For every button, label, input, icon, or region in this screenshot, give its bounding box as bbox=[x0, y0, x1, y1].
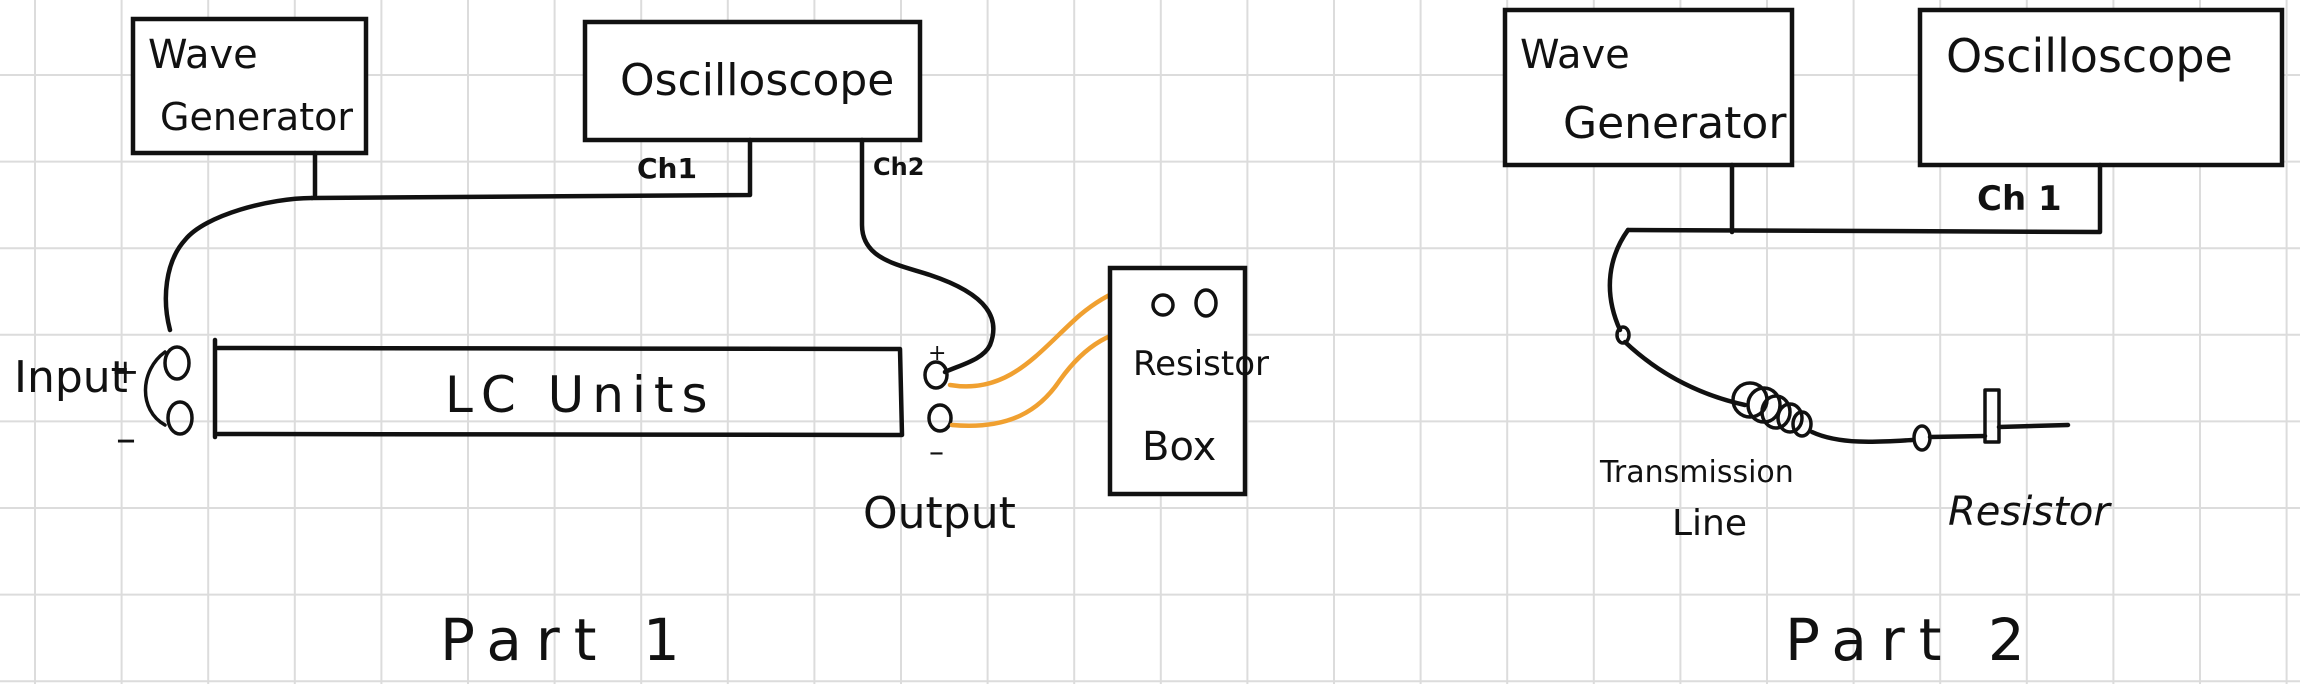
part1-oscilloscope-box bbox=[582, 19, 923, 143]
part2-resistor-lead-right bbox=[1996, 422, 2071, 430]
part2-ch1-label: Ch 1 bbox=[1977, 179, 2062, 219]
part1-wave-generator-line2: Generator bbox=[160, 95, 353, 139]
part1-input-label: Input bbox=[14, 352, 128, 403]
part2-transmission-line-line2: Line bbox=[1672, 503, 1747, 544]
part1-ch1-wire bbox=[309, 137, 753, 201]
part1-caption: Part 1 bbox=[440, 606, 694, 674]
part1-lc-units-box bbox=[215, 345, 905, 438]
part2-caption: Part 2 bbox=[1785, 606, 2039, 674]
part2-wave-generator-line1: Wave bbox=[1520, 32, 1630, 78]
part1-output-plus-terminal bbox=[923, 360, 949, 390]
part2-transmission-line-coil bbox=[1731, 381, 1813, 438]
part2-resistor-label: Resistor bbox=[1948, 489, 2112, 535]
part2-oscilloscope-label: Oscilloscope bbox=[1946, 29, 2233, 83]
part2-ch1-wire bbox=[1625, 162, 2103, 235]
part1-resistor-terminal-right bbox=[1194, 288, 1218, 318]
part2-wave-generator-line2: Generator bbox=[1563, 98, 1787, 149]
part1-output-minus-terminal bbox=[927, 403, 953, 433]
part1-resistor-box bbox=[1107, 265, 1248, 497]
part2-line-to-resistor bbox=[1809, 429, 1915, 445]
part1-input-plus-label: + bbox=[111, 352, 140, 392]
part1-wave-generator-box bbox=[130, 16, 369, 156]
part1-output-label: Output bbox=[863, 488, 1016, 539]
part1-input-bracket bbox=[143, 350, 167, 427]
part1-resistor-box-line2: Box bbox=[1142, 424, 1216, 470]
part1-input-plus-terminal bbox=[163, 345, 191, 381]
part1-input-minus-label: – bbox=[116, 416, 136, 462]
part2-wave-generator-box bbox=[1502, 7, 1795, 168]
part2-resistor-terminal bbox=[1912, 424, 1932, 452]
part2-resistor-lead-left bbox=[1927, 433, 1988, 440]
part1-input-wire bbox=[163, 195, 315, 333]
part1-output-minus-label: – bbox=[929, 435, 944, 470]
part1-output-plus-label: + bbox=[928, 341, 946, 366]
part1-ch1-label: Ch1 bbox=[637, 152, 697, 185]
part1-oscilloscope-label: Oscilloscope bbox=[620, 55, 894, 106]
part2-oscilloscope-box bbox=[1917, 7, 2285, 168]
part2-input-wire bbox=[1607, 227, 1631, 333]
part2-transmission-line-line1: Transmission bbox=[1599, 455, 1794, 490]
part1-resistor-box-line1: Resistor bbox=[1133, 344, 1269, 384]
part2-transmission-line-lead bbox=[1622, 339, 1748, 408]
part1-resistor-terminal-left bbox=[1151, 293, 1175, 317]
part1-lc-units-label: LC Units bbox=[445, 366, 716, 424]
part2-resistor-body bbox=[1983, 388, 2001, 444]
part1-input-minus-terminal bbox=[166, 400, 194, 436]
part1-diagram: Wave Generator Oscilloscope Ch1 Ch2 LC U… bbox=[14, 16, 1269, 674]
part1-wave-generator-line1: Wave bbox=[148, 32, 258, 78]
part1-ch2-label: Ch2 bbox=[873, 153, 924, 181]
part1-ch2-wire bbox=[859, 137, 996, 375]
part2-diagram: Wave Generator Oscilloscope Ch 1 Transmi… bbox=[1502, 7, 2285, 674]
